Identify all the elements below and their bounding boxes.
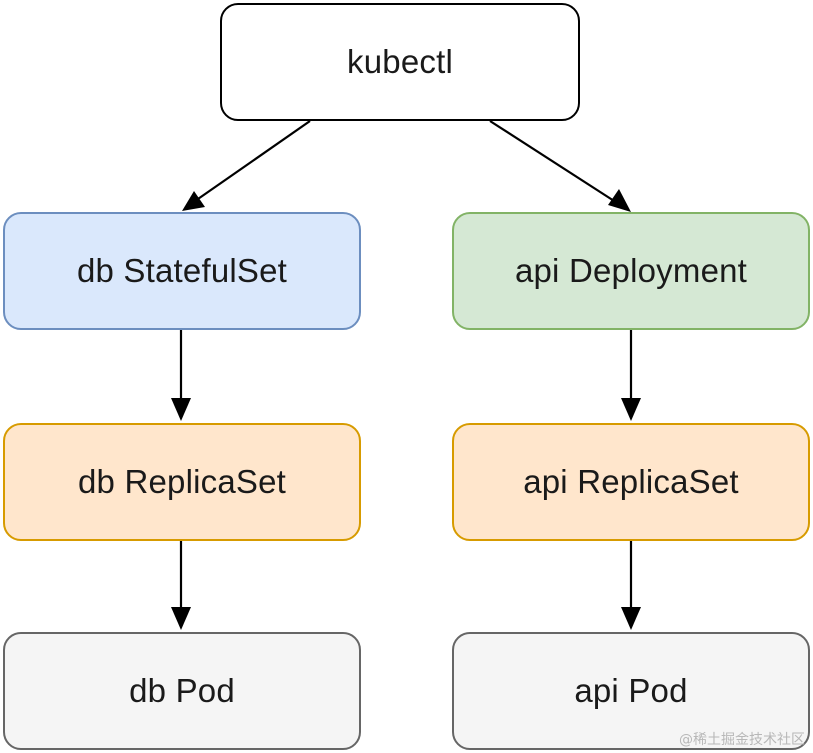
arrowhead-api-deployment [608, 189, 631, 212]
db-statefulset-node: db StatefulSet [3, 212, 361, 330]
db-pod-label: db Pod [129, 672, 235, 709]
api-pod-label: api Pod [574, 672, 688, 709]
api-deployment-node: api Deployment [452, 212, 810, 330]
kubectl-node: kubectl [220, 3, 580, 121]
kubectl-label: kubectl [347, 43, 453, 80]
api-replicaset-label: api ReplicaSet [523, 463, 739, 500]
api-pod-node: api Pod [452, 632, 810, 750]
edge-kubectl-to-db-statefulset [184, 120, 311, 209]
arrowhead-api-replicaset [621, 398, 641, 421]
db-pod-node: db Pod [3, 632, 361, 750]
arrowhead-db-statefulset [182, 191, 205, 211]
arrowhead-db-pod [171, 607, 191, 630]
arrowhead-api-pod [621, 607, 641, 630]
api-replicaset-node: api ReplicaSet [452, 423, 810, 541]
db-replicaset-label: db ReplicaSet [77, 463, 287, 500]
arrowhead-db-replicaset [171, 398, 191, 421]
db-replicaset-node: db ReplicaSet [3, 423, 361, 541]
edge-kubectl-to-api-deployment [489, 120, 626, 209]
db-statefulset-label: db StatefulSet [76, 252, 288, 289]
api-deployment-label: api Deployment [514, 252, 748, 289]
watermark: @稀土掘金技术社区 [679, 732, 805, 748]
